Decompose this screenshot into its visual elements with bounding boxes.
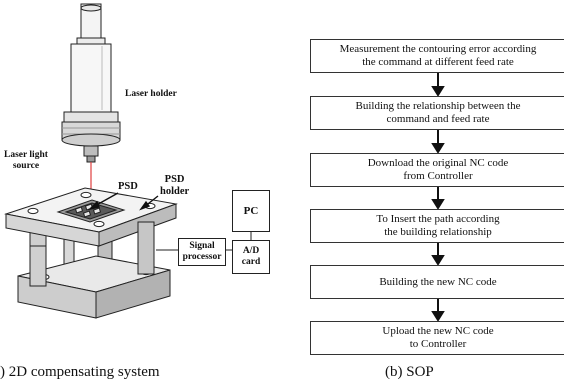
pc-box: PC <box>232 190 270 232</box>
step-3-line-1: Download the original NC code <box>367 157 509 169</box>
psd-label: PSD <box>118 181 138 192</box>
flow-arrows <box>431 73 445 322</box>
step-4-box: To Insert the path according the buildin… <box>310 209 564 243</box>
step-4-line-1: To Insert the path according <box>376 213 500 225</box>
signal-connectors <box>156 232 252 251</box>
psd-holder-line-1: PSD <box>164 174 185 185</box>
signal-processor-line-1: Signal <box>189 241 215 251</box>
step-6-line-2: to Controller <box>409 338 467 350</box>
step-2-line-2: command and feed rate <box>386 113 490 125</box>
step-5-line-1: Building the new NC code <box>379 275 497 288</box>
laser-light-source-line-2: source <box>12 161 40 171</box>
pc-label: PC <box>243 204 259 217</box>
ad-card-line-2: card <box>241 257 261 267</box>
caption-a: ) 2D compensating system <box>0 364 160 380</box>
step-1-line-2: the command at different feed rate <box>362 56 514 68</box>
step-5-box: Building the new NC code <box>310 265 564 299</box>
ad-card-box: A/D card <box>232 240 270 274</box>
psd-fixture-drawing <box>4 187 178 319</box>
step-2-line-1: Building the relationship between the <box>355 100 521 112</box>
step-3-line-2: from Controller <box>403 170 473 182</box>
step-1-line-1: Measurement the contouring error accordi… <box>339 43 537 55</box>
step-1-box: Measurement the contouring error accordi… <box>310 39 564 73</box>
psd-holder-line-2: holder <box>160 186 190 197</box>
psd-holder-label: PSD holder <box>160 174 189 198</box>
laser-light-source-line-1: Laser light <box>4 150 48 160</box>
ad-card-line-1: A/D <box>242 246 260 256</box>
step-6-box: Upload the new NC code to Controller <box>310 321 564 355</box>
step-3-box: Download the original NC code from Contr… <box>310 153 564 187</box>
laser-light-source-label: Laser light source <box>4 150 48 172</box>
caption-b: (b) SOP <box>385 364 434 380</box>
signal-processor-line-2: processor <box>182 252 222 262</box>
step-2-box: Building the relationship between the co… <box>310 96 564 130</box>
laser-holder-label: Laser holder <box>125 89 177 99</box>
signal-processor-box: Signal processor <box>178 238 226 266</box>
label-pointers <box>87 192 159 211</box>
step-6-line-1: Upload the new NC code <box>382 325 494 337</box>
laser-holder-drawing <box>61 3 121 163</box>
step-4-line-2: the building relationship <box>384 226 492 238</box>
